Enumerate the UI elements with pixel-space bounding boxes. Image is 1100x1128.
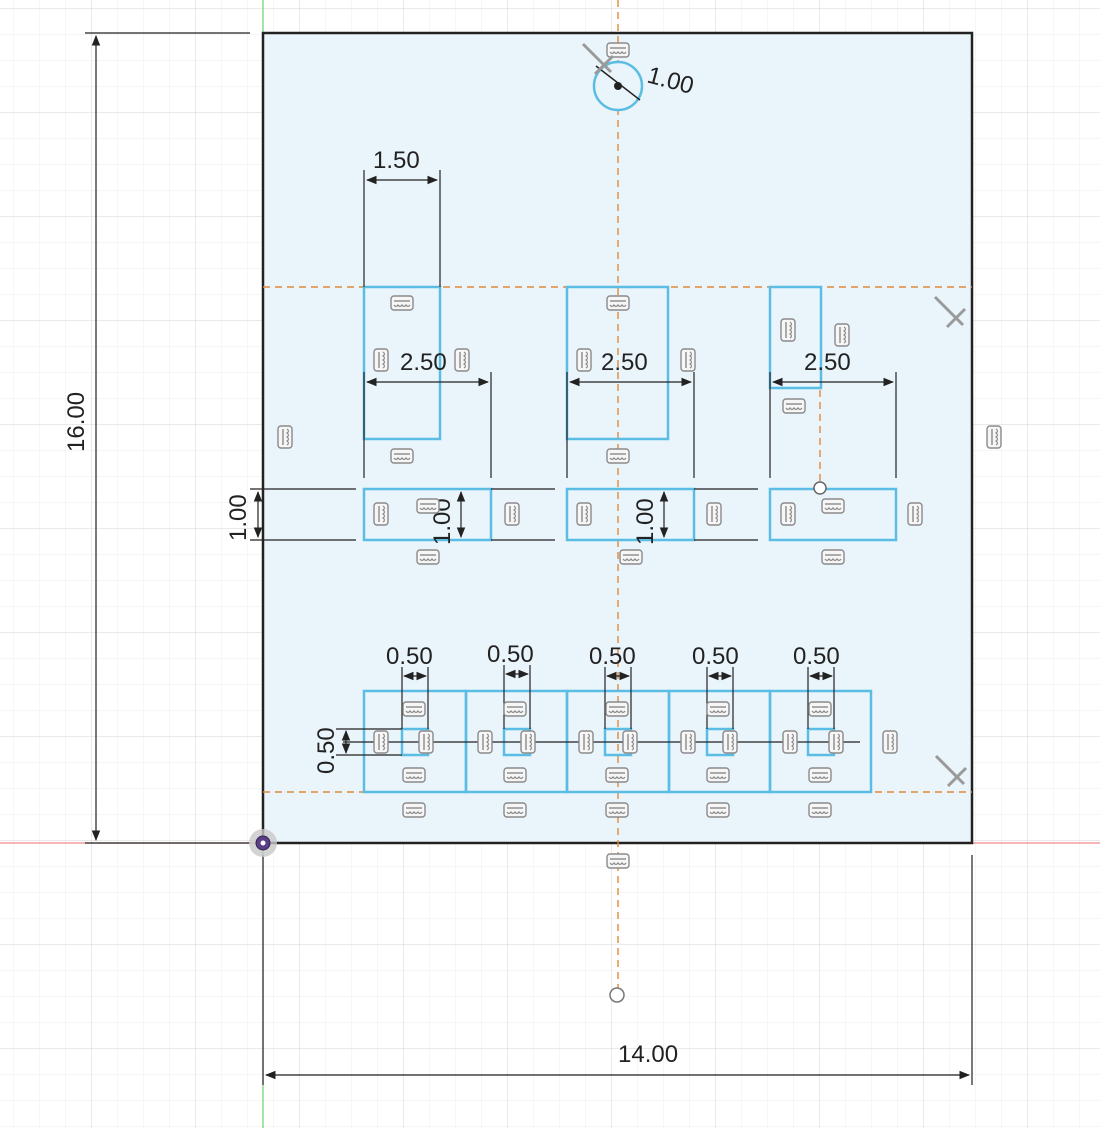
small-square-width-dimension[interactable]: 0.50 <box>793 643 840 670</box>
block-spacing-dimension[interactable]: 2.50 <box>804 349 851 376</box>
small-square-height-dimension-lines <box>336 728 402 756</box>
row-height-dimension[interactable]: 1.00 <box>632 498 659 545</box>
hole-diameter-leader <box>595 65 641 101</box>
overall-width-dimension[interactable]: 14.00 <box>618 1041 678 1068</box>
sketch-point[interactable] <box>813 481 827 495</box>
small-square-width-dimension[interactable]: 0.50 <box>692 643 739 670</box>
overall-height-dimension[interactable]: 16.00 <box>63 392 90 452</box>
left-height-dimension[interactable]: 1.00 <box>225 494 252 541</box>
construction-end-point[interactable] <box>609 987 625 1003</box>
left-height-dimension-lines <box>250 488 356 541</box>
slot-width-dimension-lines <box>363 170 441 287</box>
block-spacing-dimension[interactable]: 2.50 <box>601 349 648 376</box>
origin-point-icon[interactable] <box>249 829 277 857</box>
small-square-width-dimension[interactable]: 0.50 <box>589 643 636 670</box>
slot-rectangles[interactable] <box>362 285 823 441</box>
small-square-width-dimension[interactable]: 0.50 <box>487 641 534 668</box>
middle-row-rectangles[interactable] <box>362 487 898 542</box>
overall-width-dimension-lines <box>262 855 973 1085</box>
block-spacing-dimension-lines <box>363 372 897 478</box>
row-height-dimension-lines <box>456 488 758 541</box>
small-square-width-dimension-lines <box>401 665 835 729</box>
small-square-width-dimension[interactable]: 0.50 <box>386 643 433 670</box>
overall-height-dimension-lines <box>85 32 250 844</box>
small-square-height-dimension[interactable]: 0.50 <box>313 727 340 774</box>
block-spacing-dimension[interactable]: 2.50 <box>400 349 447 376</box>
slot-width-dimension[interactable]: 1.50 <box>373 147 420 174</box>
